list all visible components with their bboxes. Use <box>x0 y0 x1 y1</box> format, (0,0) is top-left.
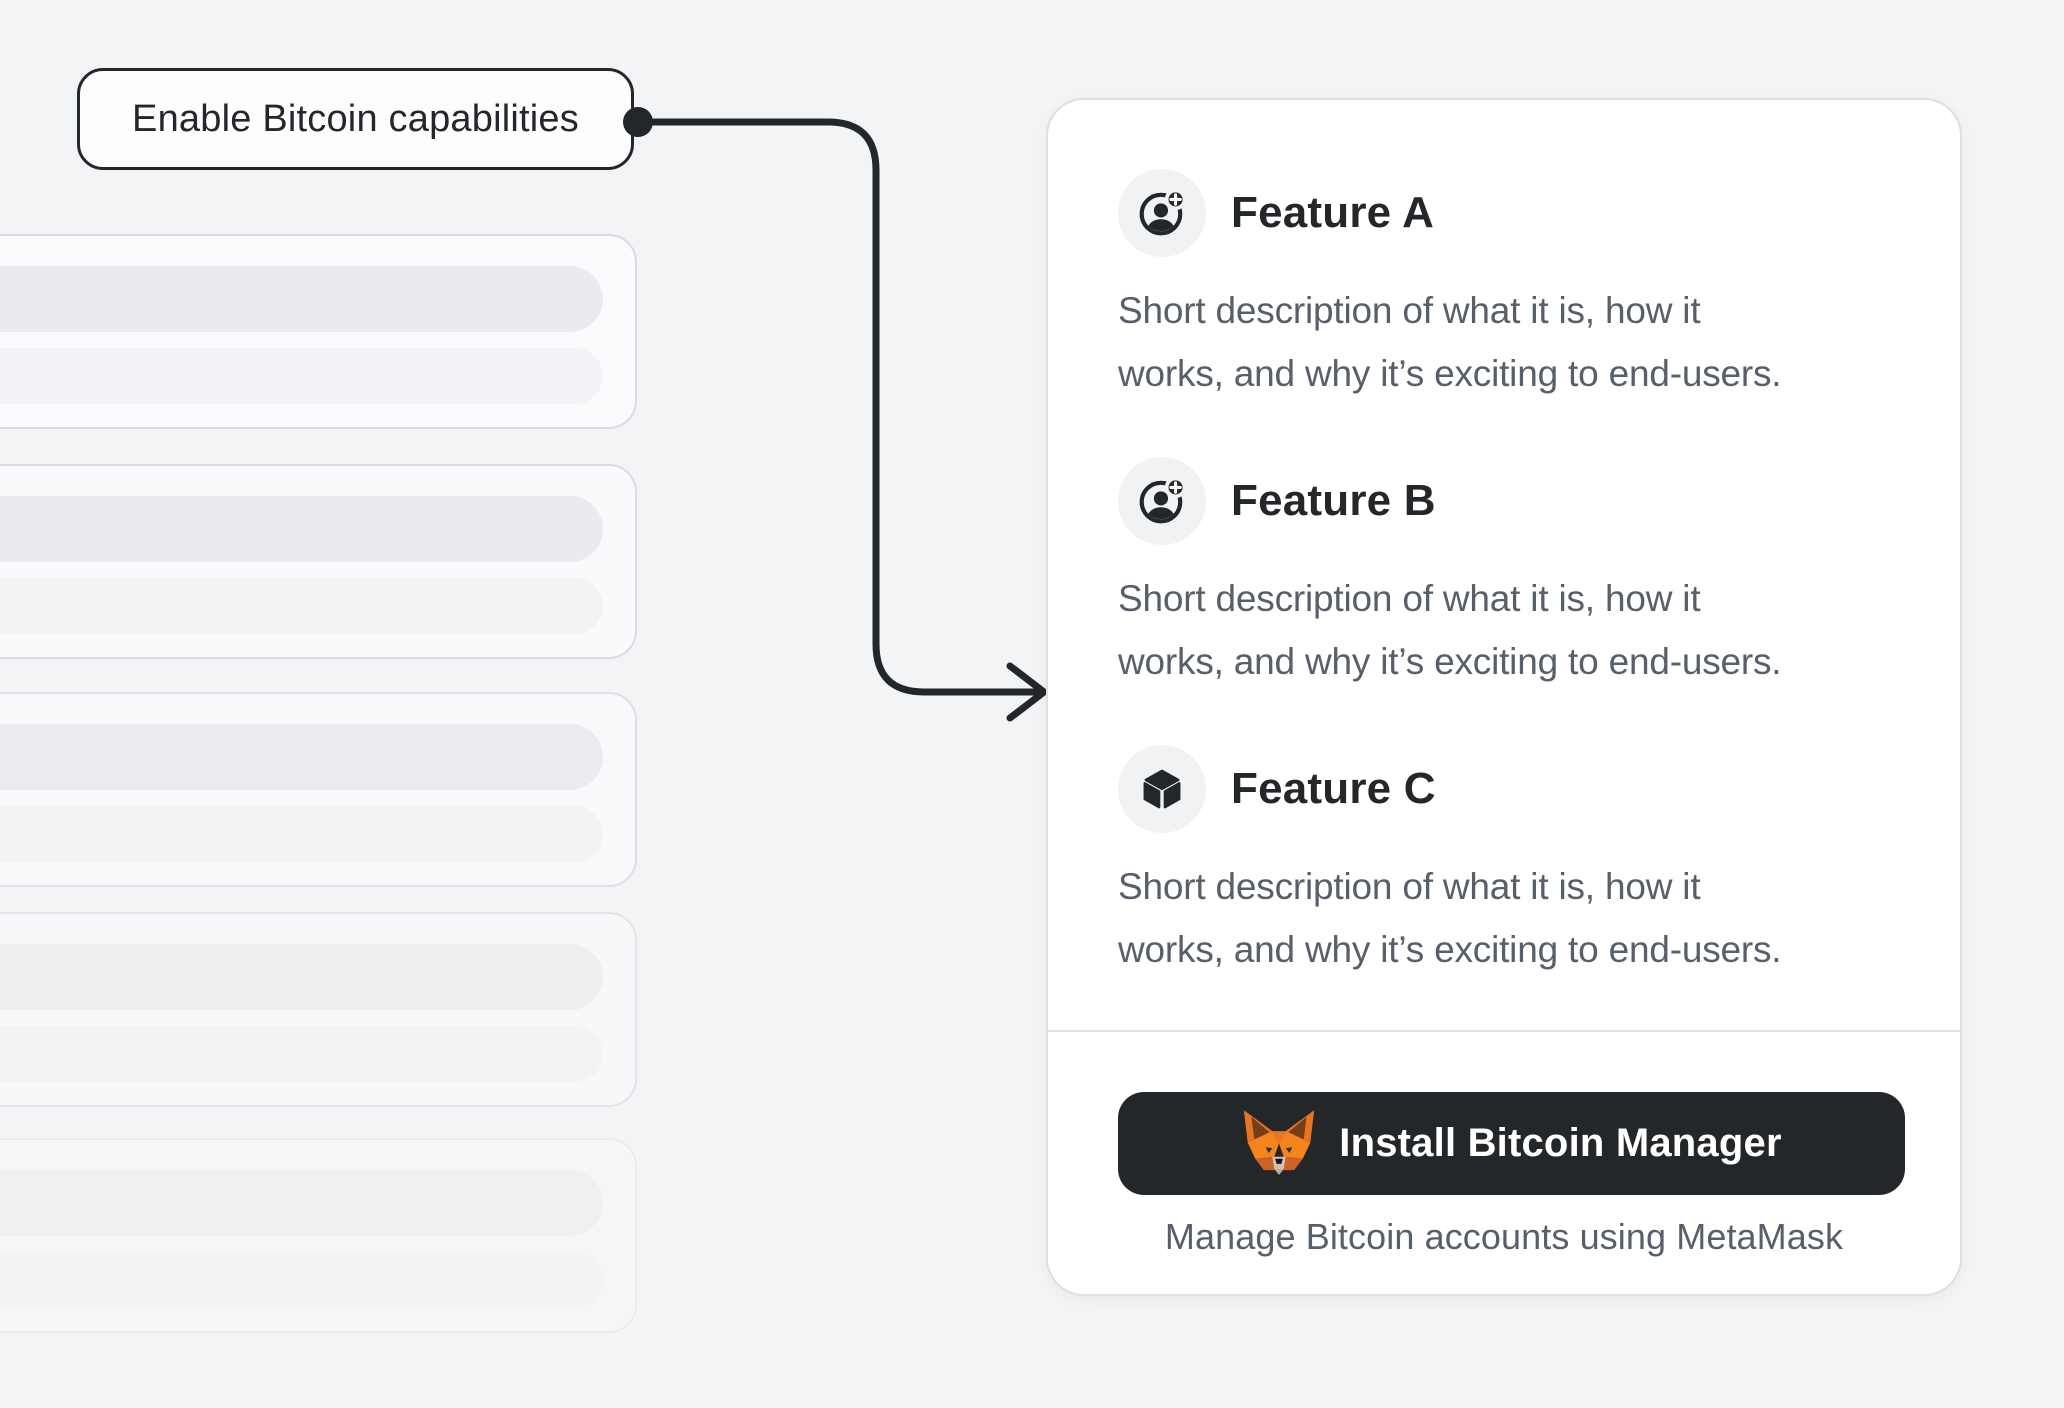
skeleton-bar <box>0 578 603 634</box>
annotation-label-text: Enable Bitcoin capabilities <box>132 97 579 140</box>
feature-c-header: Feature C <box>1118 745 1904 833</box>
feature-title: Feature C <box>1231 764 1436 813</box>
skeleton-card <box>0 692 637 887</box>
feature-description: Short description of what it is, how it … <box>1118 855 1904 981</box>
skeleton-bar <box>0 266 603 332</box>
feature-description-line: Short description of what it is, how it <box>1118 290 1701 331</box>
feature-description-line: works, and why it’s exciting to end-user… <box>1118 641 1782 682</box>
install-button-label: Install Bitcoin Manager <box>1339 1121 1782 1165</box>
feature-block-b: Feature B Short description of what it i… <box>1118 457 1904 693</box>
install-caption: Manage Bitcoin accounts using MetaMask <box>1164 1216 1844 1257</box>
feature-description-line: works, and why it’s exciting to end-user… <box>1118 353 1782 394</box>
skeleton-bar <box>0 1170 603 1236</box>
section-divider <box>1048 1030 1960 1032</box>
skeleton-card <box>0 234 637 429</box>
skeleton-bar <box>0 724 603 790</box>
feature-a-header: Feature A <box>1118 169 1904 257</box>
install-bitcoin-manager-button[interactable]: Install Bitcoin Manager <box>1118 1092 1905 1195</box>
skeleton-card <box>0 1138 637 1333</box>
user-add-icon <box>1118 169 1206 257</box>
user-add-icon <box>1118 457 1206 545</box>
annotation-label: Enable Bitcoin capabilities <box>77 68 634 170</box>
metamask-fox-icon <box>1241 1109 1317 1178</box>
features-card: Feature A Short description of what it i… <box>1046 98 1962 1296</box>
feature-description: Short description of what it is, how it … <box>1118 567 1904 693</box>
skeleton-card <box>0 464 637 659</box>
feature-description-line: works, and why it’s exciting to end-user… <box>1118 929 1782 970</box>
feature-description: Short description of what it is, how it … <box>1118 279 1904 405</box>
skeleton-bar <box>0 944 603 1010</box>
feature-block-c: Feature C Short description of what it i… <box>1118 745 1904 981</box>
cube-icon <box>1118 745 1206 833</box>
arrowhead-icon <box>1006 662 1048 722</box>
feature-description-line: Short description of what it is, how it <box>1118 578 1701 619</box>
skeleton-bar <box>0 496 603 562</box>
feature-block-a: Feature A Short description of what it i… <box>1118 169 1904 405</box>
feature-title: Feature B <box>1231 476 1436 525</box>
skeleton-bar <box>0 348 603 404</box>
skeleton-bar <box>0 1026 603 1082</box>
skeleton-bar <box>0 1252 603 1308</box>
skeleton-bar <box>0 806 603 862</box>
feature-title: Feature A <box>1231 188 1435 237</box>
feature-b-header: Feature B <box>1118 457 1904 545</box>
feature-description-line: Short description of what it is, how it <box>1118 866 1701 907</box>
skeleton-card <box>0 912 637 1107</box>
